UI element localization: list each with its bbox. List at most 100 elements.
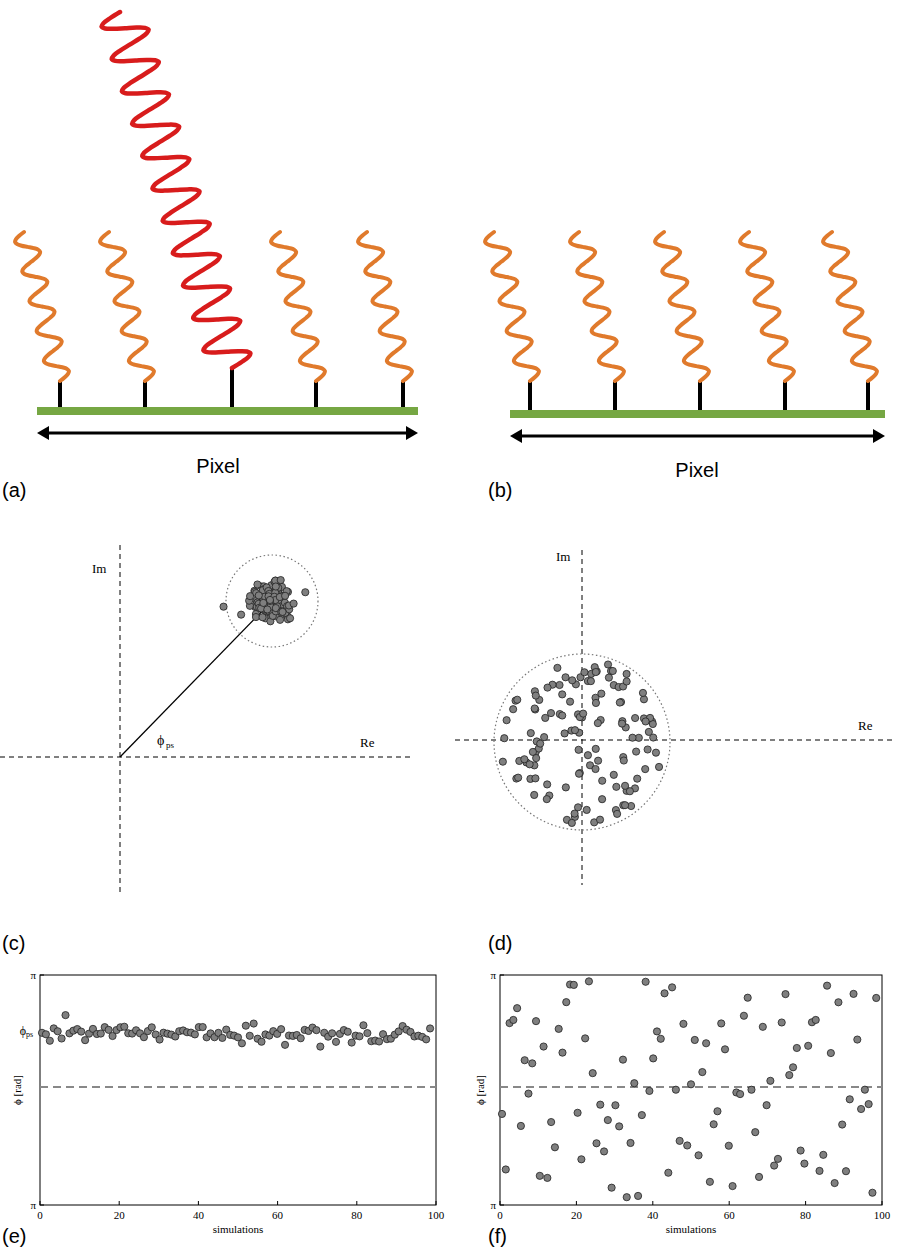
sample-dot	[597, 1101, 604, 1108]
sample-dot	[614, 810, 621, 817]
sample-dot	[691, 1036, 698, 1043]
sample-dot	[623, 1194, 630, 1201]
sample-dot	[767, 1077, 774, 1084]
spread-circle	[494, 654, 670, 830]
sample-dot	[246, 1032, 253, 1039]
panel-letter: (b)	[488, 480, 512, 500]
post	[613, 381, 617, 410]
sample-dot	[714, 1108, 721, 1115]
sample-dot	[510, 1016, 517, 1023]
sample-dot	[364, 1030, 371, 1037]
sample-dot	[583, 806, 590, 813]
sample-dot	[238, 1040, 245, 1047]
sample-dot	[616, 699, 623, 706]
tick-label: π	[490, 1200, 496, 1211]
tick-label: 20	[571, 1210, 582, 1221]
spread-circle	[226, 555, 318, 647]
sample-dot	[260, 599, 267, 606]
sample-dot	[286, 615, 293, 622]
spring	[655, 232, 709, 381]
sample-dot	[593, 1140, 600, 1147]
post	[783, 381, 787, 410]
arrow-head	[37, 426, 49, 440]
sample-dot	[246, 593, 253, 600]
post	[698, 381, 702, 410]
sample-dot	[740, 1012, 747, 1019]
sample-dot	[510, 706, 517, 713]
sample-dot	[527, 730, 534, 737]
sample-dot	[621, 802, 628, 809]
tick-label: 100	[874, 1210, 891, 1221]
sample-dot	[593, 668, 600, 675]
sample-dot	[669, 984, 676, 991]
sample-dot	[608, 1184, 615, 1191]
sample-dot	[328, 1030, 335, 1037]
phasor	[120, 601, 272, 757]
sample-dot	[517, 1122, 524, 1129]
sample-dot	[542, 714, 549, 721]
sample-dot	[699, 1068, 706, 1075]
arrow-head	[510, 429, 522, 443]
tick-label: π	[490, 970, 496, 981]
sample-dot	[801, 1160, 808, 1167]
pixel-label: Pixel	[196, 456, 239, 476]
sample-dot	[797, 1147, 804, 1154]
sample-dot	[610, 771, 617, 778]
tick	[500, 1205, 504, 1206]
axis-label: simulations	[213, 1224, 264, 1235]
sample-dot	[544, 1174, 551, 1181]
sample-dot	[521, 1057, 528, 1064]
sample-dot	[536, 1172, 543, 1179]
sample-dot	[501, 735, 508, 742]
sample-dot	[657, 1035, 664, 1042]
panel-letter: (f)	[488, 1226, 507, 1246]
sample-dot	[544, 781, 551, 788]
sample-dot	[531, 791, 538, 798]
sample-dot	[710, 1121, 717, 1128]
sample-dot	[661, 990, 668, 997]
post	[401, 381, 405, 407]
sample-dot	[568, 819, 575, 826]
tick-label: 20	[114, 1210, 125, 1221]
tick	[805, 1201, 806, 1205]
sample-dot	[360, 1022, 367, 1029]
spring	[15, 232, 69, 381]
sample-dot	[592, 745, 599, 752]
sample-dot	[778, 1019, 785, 1026]
sample-dot	[618, 720, 625, 727]
sample-dot	[156, 1036, 163, 1043]
sample-dot	[242, 1022, 249, 1029]
sample-dot	[498, 1110, 505, 1117]
sample-dot	[521, 756, 528, 763]
axis-label: ϕ	[20, 1025, 26, 1037]
sample-dot	[199, 1023, 206, 1030]
sample-dot	[587, 678, 594, 685]
sample-dot	[600, 1148, 607, 1155]
sample-dot	[623, 678, 630, 685]
tick-label: 40	[647, 1210, 658, 1221]
sample-dot	[514, 696, 521, 703]
sample-dot	[541, 734, 548, 741]
tick	[277, 1201, 278, 1205]
sample-dot	[827, 1049, 834, 1056]
post	[314, 381, 318, 407]
sample-dot	[499, 758, 506, 765]
sample-dot	[638, 1111, 645, 1118]
sample-dot	[629, 734, 636, 741]
spring	[823, 232, 877, 381]
sample-dot	[621, 782, 628, 789]
sample-dot	[594, 720, 601, 727]
sample-dot	[264, 606, 271, 613]
sample-dot	[574, 1109, 581, 1116]
tick	[436, 1201, 437, 1205]
sample-dot	[823, 982, 830, 989]
sample-dot	[774, 1155, 781, 1162]
post	[528, 381, 532, 410]
axis-label: ps	[166, 741, 174, 750]
sample-dot	[376, 1038, 383, 1045]
sample-dot	[684, 1142, 691, 1149]
tick	[500, 975, 504, 976]
sample-dot	[644, 746, 651, 753]
tick-label: 0	[37, 1210, 43, 1221]
post	[230, 368, 234, 407]
